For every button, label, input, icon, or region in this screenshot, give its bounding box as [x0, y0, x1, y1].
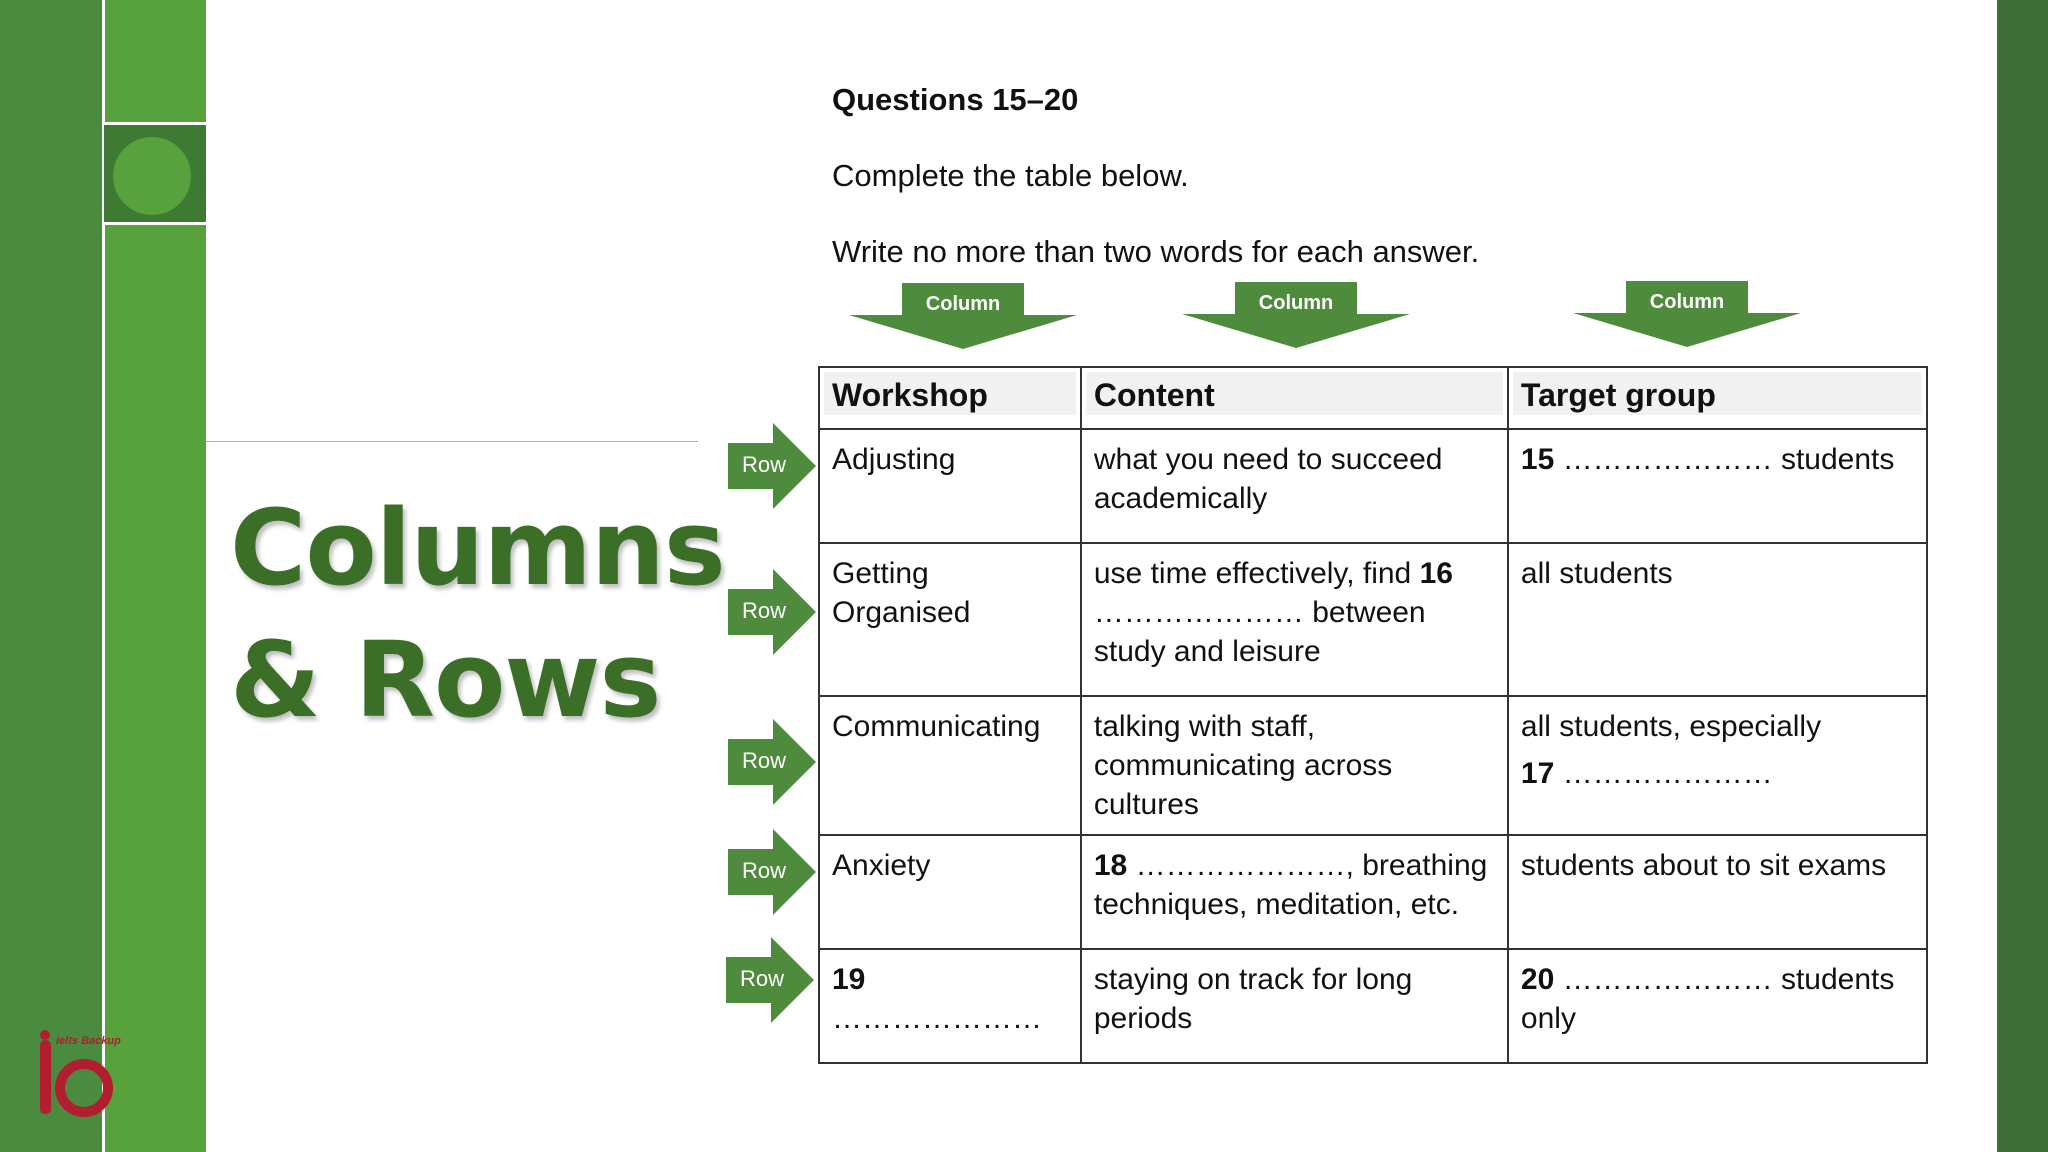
question-number: 20: [1520, 963, 1555, 996]
content-cell: use time effectively, find 16 ………………… be…: [1079, 542, 1509, 697]
header-cell-content: Content: [1079, 366, 1509, 430]
target-cell: 15 ………………… students: [1506, 428, 1929, 544]
row-arrow-3: Row: [728, 719, 816, 805]
column-arrow-2: Column: [1182, 282, 1410, 348]
question-number: 16: [1419, 557, 1453, 590]
right-decor-band: [1997, 0, 2048, 1152]
questions-heading: Questions 15–20: [832, 82, 1079, 117]
header-cell-target-group: Target group: [1506, 366, 1929, 430]
slide-title: Columns & Rows: [230, 482, 726, 746]
content-cell: what you need to succeed academically: [1079, 428, 1509, 544]
answer-blank: …………………: [832, 1002, 1042, 1035]
table-row: Getting Organised use time effectively, …: [818, 542, 1929, 697]
content-cell: staying on track for long periods: [1079, 948, 1509, 1064]
content-cell: 18 …………………, breathing techniques, medita…: [1079, 834, 1509, 950]
slide-title-line1: Columns: [230, 487, 726, 609]
left-decor-divider: [102, 0, 105, 1152]
row-arrow-label: Row: [741, 748, 786, 773]
workshop-cell: Anxiety: [818, 834, 1082, 950]
question-number: 19: [832, 963, 866, 996]
target-cell: all students: [1506, 542, 1929, 697]
slide-title-line2: & Rows: [230, 619, 661, 741]
table-row: Anxiety 18 …………………, breathing techniques…: [818, 834, 1929, 950]
column-arrow-3: Column: [1573, 281, 1801, 347]
instruction-line-1: Complete the table below.: [832, 158, 1189, 193]
column-arrow-label: Column: [1649, 291, 1725, 313]
target-cell: students about to sit exams: [1506, 834, 1929, 950]
decor-circle: [113, 137, 191, 215]
left-decor-band-dark: [0, 0, 103, 1152]
workshop-cell: Communicating: [818, 695, 1082, 836]
question-number: 15: [1520, 443, 1555, 476]
answer-blank: …………………: [1554, 757, 1773, 790]
row-arrow-label: Row: [741, 598, 786, 623]
row-arrow-1: Row: [728, 423, 816, 509]
header-cell-workshop: Workshop: [818, 366, 1082, 430]
workshop-cell: Getting Organised: [818, 542, 1082, 697]
column-arrow-label: Column: [925, 293, 1001, 315]
workshop-cell: Adjusting: [818, 428, 1082, 544]
answer-blank: ………………… between study and leisure: [1093, 596, 1426, 668]
row-arrow-4: Row: [728, 829, 816, 915]
question-number: 18: [1093, 849, 1128, 882]
row-arrow-label: Row: [741, 452, 786, 477]
content-cell: talking with staff, communicating across…: [1079, 695, 1509, 836]
column-arrow-label: Column: [1258, 292, 1334, 314]
table-row: Communicating talking with staff, commun…: [818, 695, 1929, 836]
row-arrow-5: Row: [726, 937, 814, 1023]
ielts-backup-logo: ielts Backup: [34, 1030, 124, 1130]
question-number: 17: [1520, 757, 1555, 790]
table-row: 19 ………………… staying on track for long per…: [818, 948, 1929, 1064]
target-cell: 20 ………………… students only: [1506, 948, 1929, 1064]
workshop-cell: 19 …………………: [818, 948, 1082, 1064]
table-header-row: Workshop Content Target group: [818, 366, 1929, 430]
row-arrow-label: Row: [739, 966, 784, 991]
logo-text: ielts Backup: [56, 1035, 121, 1047]
title-divider-line: [206, 441, 698, 442]
questions-table: Workshop Content Target group Adjusting …: [818, 366, 1929, 1064]
row-arrow-2: Row: [728, 569, 816, 655]
answer-blank: ………………… students only: [1520, 963, 1895, 1035]
row-arrow-label: Row: [741, 858, 786, 883]
instruction-line-2: Write no more than two words for each an…: [832, 234, 1480, 269]
table-row: Adjusting what you need to succeed acade…: [818, 428, 1929, 544]
answer-blank: ………………… students: [1554, 443, 1895, 476]
answer-blank: …………………, breathing techniques, meditatio…: [1093, 849, 1488, 921]
column-arrow-1: Column: [849, 283, 1077, 349]
